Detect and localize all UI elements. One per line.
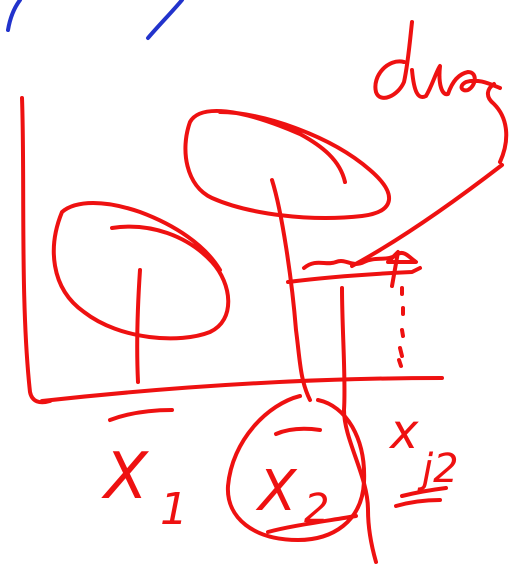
- label-x1: X: [101, 440, 149, 514]
- label-x-right: x: [388, 404, 419, 460]
- label-x-right-subscript: j2: [417, 446, 459, 492]
- label-x2-subscript: 2: [304, 486, 329, 532]
- label-x1-subscript: 1: [160, 484, 188, 535]
- label-x2: X: [255, 459, 298, 524]
